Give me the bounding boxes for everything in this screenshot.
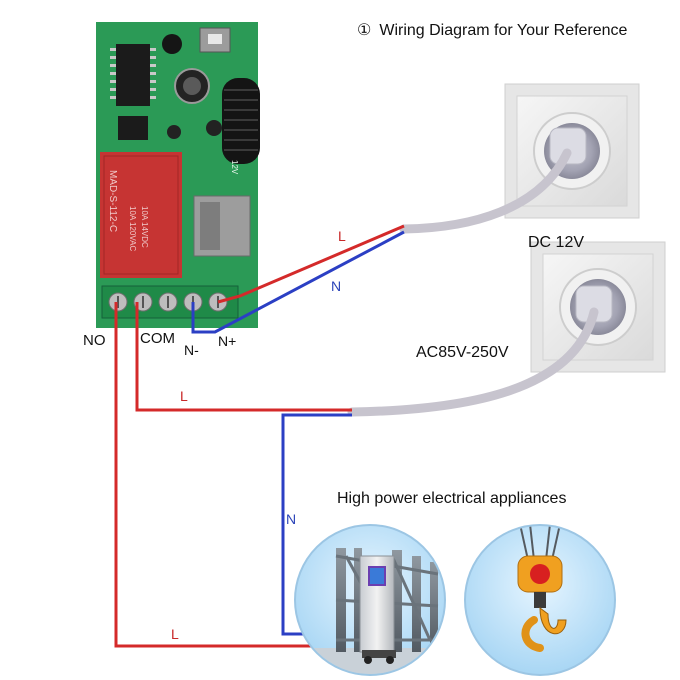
crane-hook-appliance bbox=[464, 524, 616, 676]
relay-rating-1: 10A 120VAC bbox=[128, 206, 137, 251]
ac-voltage-label: AC85V-250V bbox=[416, 344, 509, 361]
ac-live-wire bbox=[135, 302, 352, 412]
ac-neutral-wire-label: N bbox=[286, 511, 297, 527]
terminal-n-minus-label: N- bbox=[184, 342, 199, 358]
terminal-com-label: COM bbox=[140, 330, 175, 347]
gate-opener-appliance bbox=[294, 524, 446, 676]
title-text: Wiring Diagram for Your Reference bbox=[379, 22, 628, 39]
small-chip bbox=[118, 116, 148, 140]
board-voltage-text: 12V bbox=[230, 160, 239, 175]
relay-rating-2: 10A 14VDC bbox=[140, 206, 149, 248]
dc-neutral-wire-label: N bbox=[331, 278, 342, 294]
dc-voltage-label: DC 12V bbox=[528, 234, 585, 251]
ic-chip bbox=[116, 44, 150, 106]
ic-pins bbox=[110, 48, 156, 99]
ac-wall-socket bbox=[530, 241, 666, 373]
dc-live-wire-label: L bbox=[338, 228, 346, 244]
terminal-block bbox=[101, 285, 239, 319]
terminal-no-label: NO bbox=[83, 332, 106, 349]
dc-power-cable bbox=[399, 148, 572, 234]
appliances-label: High power electrical appliances bbox=[337, 490, 567, 507]
relay-model-text: MAD-S-112-C bbox=[107, 170, 118, 232]
load-live-wire-label: L bbox=[171, 626, 179, 642]
title-number-symbol: ① bbox=[357, 22, 372, 39]
dc-live-wire bbox=[217, 224, 405, 304]
relay-receiver-board: MAD-S-112-C 10A 120VAC 10A 14VDC 12V bbox=[96, 22, 260, 328]
crystal bbox=[162, 34, 182, 54]
diagram-title: ① Wiring Diagram for Your Reference bbox=[357, 23, 627, 39]
dc-neutral-wire bbox=[191, 230, 405, 334]
load-live-wire bbox=[114, 302, 312, 648]
terminal-n-plus-label: N+ bbox=[218, 333, 237, 349]
ac-neutral-wire bbox=[281, 413, 352, 636]
ac-power-cable bbox=[347, 307, 599, 417]
ac-live-wire-label: L bbox=[180, 388, 188, 404]
relay: MAD-S-112-C 10A 120VAC 10A 14VDC bbox=[100, 152, 182, 278]
antenna-coil bbox=[222, 78, 260, 164]
